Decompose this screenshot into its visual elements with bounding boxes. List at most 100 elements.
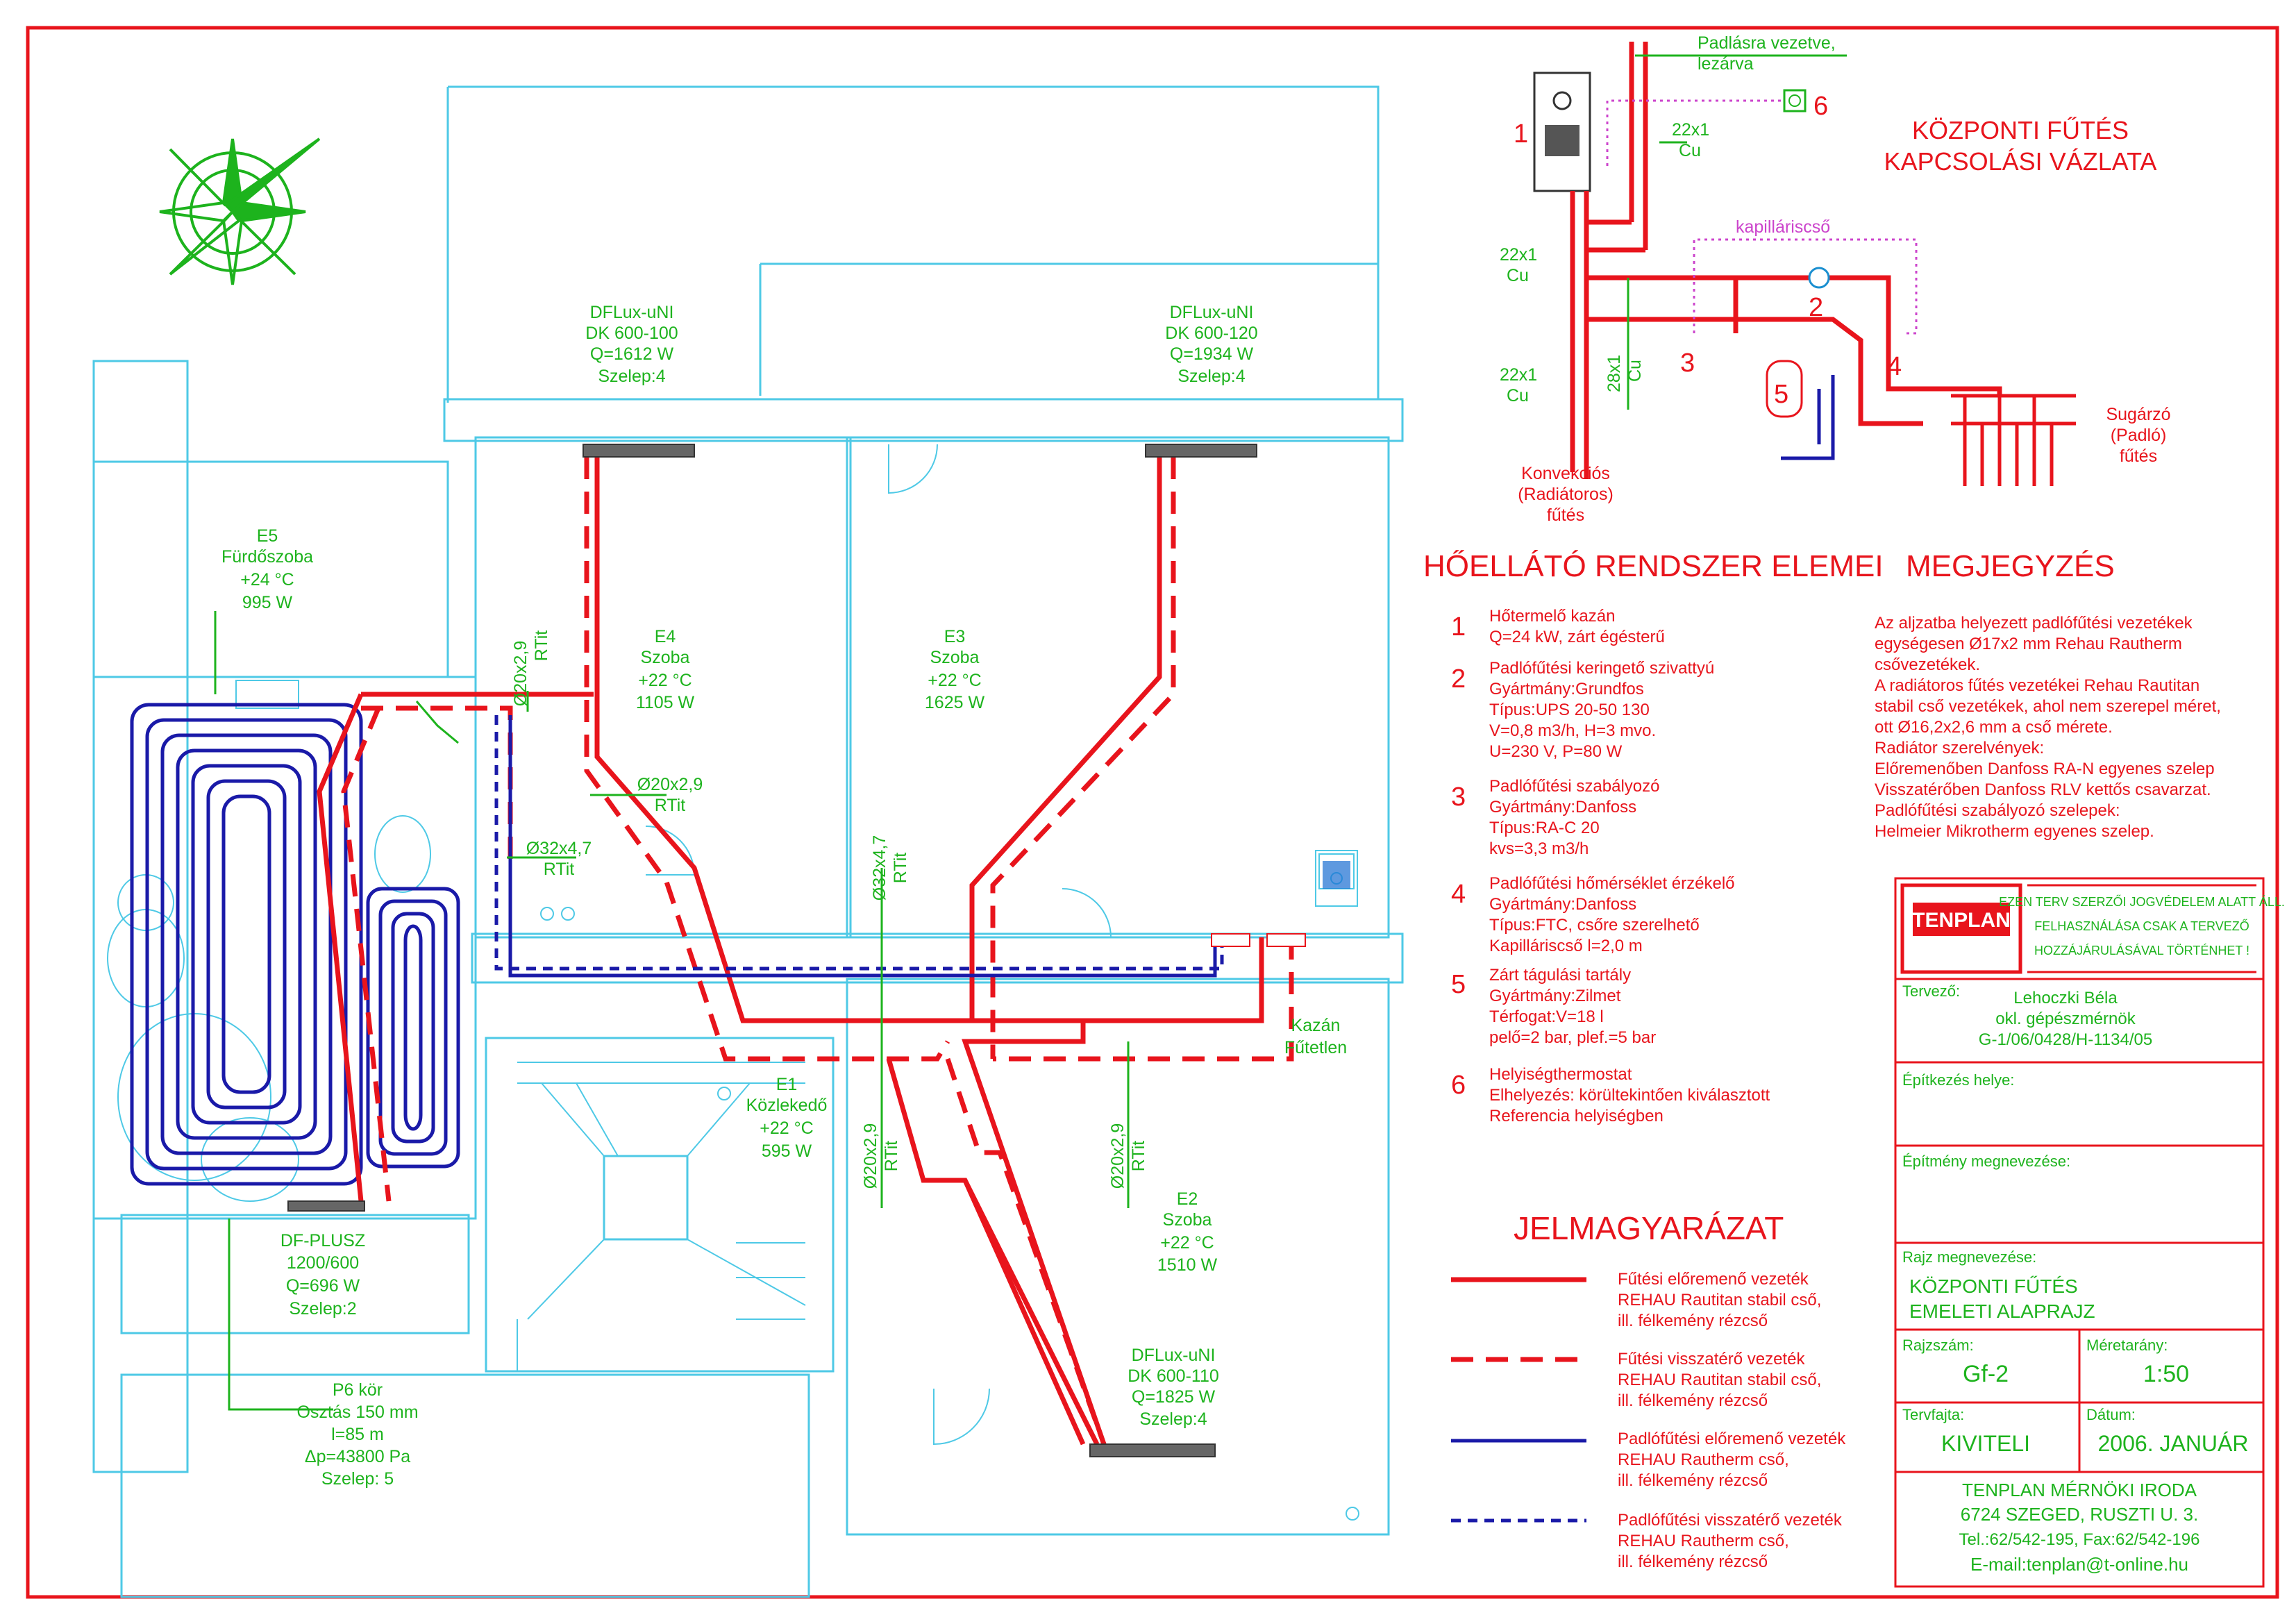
note-line-11: Helmeier Mikrotherm egyenes szelep. bbox=[1875, 822, 2154, 841]
element-5-line-3: Térfogat:V=18 l bbox=[1489, 1007, 1604, 1026]
schematic-num-4: 4 bbox=[1887, 352, 1902, 381]
coil-loop bbox=[378, 899, 448, 1156]
element-3-line-4: kvs=3,3 m3/h bbox=[1489, 839, 1589, 858]
element-2-num: 2 bbox=[1451, 664, 1466, 694]
pipe-label-rtit-a: RTit bbox=[655, 796, 686, 815]
radiant-label-1: Sugárzó bbox=[2106, 405, 2170, 424]
coil-loop bbox=[160, 733, 333, 1155]
element-5-line-2: Gyártmány:Zilmet bbox=[1489, 987, 1621, 1005]
copyright-line-2: FELHASZNÁLÁSA CSAK A TERVEZŐ bbox=[2034, 919, 2249, 933]
note-line-10: Padlófűtési szabályozó szelepek: bbox=[1875, 801, 2120, 820]
coil-loop bbox=[145, 718, 348, 1171]
room-e1-power: 595 W bbox=[762, 1141, 812, 1161]
note-line-5: stabil cső vezetékek, ahol nem szerepel … bbox=[1875, 697, 2221, 716]
radiant-label-2: (Padló) bbox=[2111, 426, 2167, 445]
df-plusz-power: Q=696 W bbox=[286, 1276, 360, 1296]
office-email: E-mail:tenplan@t-online.hu bbox=[1970, 1554, 2188, 1575]
pipe-label-d20-vert-1: Ø20x2,9 bbox=[511, 641, 530, 707]
room-e3-temp: +22 °C bbox=[928, 671, 981, 690]
element-5-num: 5 bbox=[1451, 970, 1466, 999]
legend-4-line-2: REHAU Rautherm cső, bbox=[1618, 1532, 1789, 1550]
element-2-line-5: U=230 V, P=80 W bbox=[1489, 742, 1623, 761]
elements-heading: HŐELLÁTÓ RENDSZER ELEMEI bbox=[1423, 549, 1884, 583]
room-e4-name: Szoba bbox=[641, 648, 690, 667]
room-e1-name: Közlekedő bbox=[746, 1096, 828, 1115]
room-e5-power: 995 W bbox=[242, 593, 293, 612]
note-line-8: Előremenőben Danfoss RA-N egyenes szelep bbox=[1875, 760, 2215, 778]
pipe-cu-a: Cu bbox=[1679, 141, 1701, 160]
convector-label-3: fűtés bbox=[1547, 505, 1584, 525]
df-plusz-name: DF-PLUSZ bbox=[280, 1231, 365, 1250]
pipe-22x1-a: 22x1 bbox=[1672, 120, 1709, 140]
notes-heading: MEGJEGYZÉS bbox=[1906, 549, 2115, 583]
capillary-label: kapilláriscső bbox=[1736, 217, 1830, 237]
radiator-1-model: DK 600-100 bbox=[585, 324, 678, 343]
drawing-number: Gf-2 bbox=[1963, 1361, 2009, 1387]
pipe-cu-b: Cu bbox=[1507, 266, 1529, 285]
attic-note-2: lezárva bbox=[1698, 54, 1754, 74]
element-3-line-2: Gyártmány:Danfoss bbox=[1489, 798, 1636, 817]
radiator-2-power: Q=1934 W bbox=[1170, 344, 1254, 364]
pipe-label-rtit-vert-4: RTit bbox=[1129, 1141, 1148, 1172]
pipe-label-rtit-b: RTit bbox=[544, 860, 575, 879]
thermostat-icon bbox=[1783, 89, 1807, 112]
note-line-2: egységesen Ø17x2 mm Rehau Rautherm bbox=[1875, 635, 2182, 653]
p6-title: P6 kör bbox=[333, 1380, 383, 1400]
schematic-num-2: 2 bbox=[1809, 293, 1823, 322]
element-4-line-1: Padlófűtési hőmérséklet érzékelő bbox=[1489, 874, 1735, 893]
element-4-num: 4 bbox=[1451, 880, 1466, 909]
legend-1-line-1: Fűtési előremenő vezeték bbox=[1618, 1270, 1809, 1289]
compass-rose-icon bbox=[159, 137, 321, 285]
floor-heating-coil bbox=[130, 703, 460, 1186]
leader-lines bbox=[214, 611, 1130, 1411]
kazan-unheated: Fűtetlen bbox=[1284, 1038, 1347, 1057]
designer-license: G-1/06/0428/H-1134/05 bbox=[1979, 1030, 2152, 1049]
pipe-label-d20-a: Ø20x2,9 bbox=[637, 775, 703, 794]
note-line-4: A radiátoros fűtés vezetékei Rehau Rauti… bbox=[1875, 676, 2199, 695]
schematic-num-5: 5 bbox=[1774, 380, 1788, 409]
pipe-label-rtit-vert-1: RTit bbox=[532, 630, 551, 662]
copyright-line-1: EZEN TERV SZERZŐI JOGVÉDELEM ALATT ÁLL. bbox=[1999, 894, 2285, 909]
pipe-22x1-c: 22x1 bbox=[1500, 365, 1537, 385]
drawing-date: 2006. JANUÁR bbox=[2098, 1431, 2249, 1456]
designer-title: okl. gépészmérnök bbox=[1995, 1010, 2136, 1028]
room-e2-name: Szoba bbox=[1163, 1210, 1212, 1230]
pipe-label-rtit-vert-3: RTit bbox=[882, 1141, 901, 1172]
element-6-num: 6 bbox=[1451, 1071, 1466, 1100]
df-plusz-valve: Szelep:2 bbox=[289, 1299, 356, 1319]
floor-heating-distribution bbox=[494, 715, 1224, 978]
office-address: 6724 SZEGED, RUSZTI U. 3. bbox=[1961, 1504, 2198, 1525]
coil-loop bbox=[191, 764, 302, 1125]
p6-length: l=85 m bbox=[331, 1425, 384, 1444]
note-line-6: ott Ø16,2x2,6 mm a cső mérete. bbox=[1875, 718, 2113, 737]
element-1-line-2: Q=24 kW, zárt égésterű bbox=[1489, 628, 1665, 646]
element-3-num: 3 bbox=[1451, 782, 1466, 812]
room-e5-code: E5 bbox=[257, 526, 278, 546]
radiator-1-power: Q=1612 W bbox=[590, 344, 674, 364]
pipe-22x1-b: 22x1 bbox=[1500, 245, 1537, 265]
tenplan-logo: TENPLAN bbox=[1912, 909, 2011, 932]
pipe-28x1: 28x1 bbox=[1604, 355, 1624, 392]
convector-label-1: Konvekciós bbox=[1521, 464, 1610, 483]
pipe-label-d32-a: Ø32x4,7 bbox=[526, 839, 592, 858]
coil-loop bbox=[403, 924, 423, 1131]
legend-2-line-2: REHAU Rautitan stabil cső, bbox=[1618, 1371, 1821, 1389]
designer-label: Tervező: bbox=[1902, 982, 1960, 1000]
element-1-line-1: Hőtermelő kazán bbox=[1489, 607, 1615, 626]
drawing-title-2: EMELETI ALAPRAJZ bbox=[1909, 1300, 2095, 1322]
room-e3-name: Szoba bbox=[930, 648, 980, 667]
element-2-line-1: Padlófűtési keringető szivattyú bbox=[1489, 659, 1714, 678]
element-3-line-1: Padlófűtési szabályozó bbox=[1489, 777, 1659, 796]
radiator-3-valve: Szelep:4 bbox=[1139, 1409, 1207, 1429]
convector-label-2: (Radiátoros) bbox=[1518, 485, 1614, 504]
floor-plan-walls bbox=[92, 85, 1404, 1598]
radiator-3-name: DFLux-uNI bbox=[1132, 1346, 1216, 1365]
legend-2-line-3: ill. félkemény rézcső bbox=[1618, 1391, 1768, 1410]
radiator-2-valve: Szelep:4 bbox=[1178, 367, 1245, 386]
room-e4-temp: +22 °C bbox=[638, 671, 692, 690]
element-6-line-3: Referencia helyiségben bbox=[1489, 1107, 1664, 1125]
office-name: TENPLAN MÉRNÖKI IRODA bbox=[1962, 1480, 2197, 1500]
building-label: Építmény megnevezése: bbox=[1902, 1153, 2070, 1170]
schematic-num-3: 3 bbox=[1680, 349, 1695, 378]
radiator-pipes bbox=[317, 457, 1294, 1446]
